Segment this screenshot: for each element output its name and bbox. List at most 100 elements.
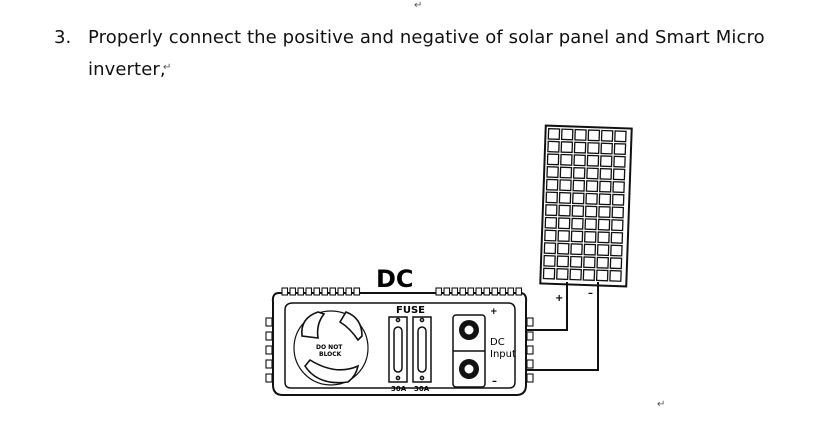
inverter-plus-label: + xyxy=(490,307,498,317)
vent-label-line1: DO NOT xyxy=(316,344,343,351)
side-fins-left xyxy=(265,317,273,383)
panel-cell xyxy=(586,167,599,180)
cooling-fin xyxy=(451,287,459,296)
panel-cell xyxy=(559,166,573,179)
panel-cell xyxy=(613,142,627,156)
panel-cell xyxy=(598,193,612,206)
panel-cell xyxy=(614,130,627,143)
panel-cell xyxy=(597,218,611,231)
panel-cell xyxy=(571,205,585,218)
cooling-fins-right xyxy=(435,287,523,296)
cooling-fin xyxy=(313,287,321,296)
panel-cell xyxy=(596,256,609,269)
panel-cell xyxy=(597,231,610,244)
panel-cell xyxy=(569,255,583,268)
panel-cell xyxy=(558,191,572,204)
side-fin xyxy=(526,373,534,383)
panel-cell xyxy=(583,256,596,269)
panel-cell xyxy=(558,204,571,217)
cooling-fin xyxy=(491,287,499,296)
panel-cell xyxy=(557,229,570,242)
vent-label-line2: BLOCK xyxy=(319,351,342,358)
side-fin xyxy=(526,331,534,341)
panel-cell xyxy=(613,155,626,168)
panel-plus-label: + xyxy=(555,293,563,304)
panel-cell xyxy=(583,243,597,256)
panel-cell xyxy=(610,244,623,257)
panel-cell xyxy=(570,230,584,243)
side-fin xyxy=(265,345,273,355)
side-fin xyxy=(265,331,273,341)
cooling-fin xyxy=(329,287,337,296)
panel-cell xyxy=(547,127,561,140)
panel-cell xyxy=(611,219,624,232)
cooling-fin xyxy=(515,287,523,296)
cooling-fin xyxy=(305,287,313,296)
panel-cell xyxy=(557,217,571,230)
panel-cell xyxy=(611,193,625,206)
panel-cell xyxy=(571,217,584,230)
panel-cell xyxy=(543,242,557,255)
panel-cell xyxy=(598,205,611,219)
panel-cell xyxy=(612,168,626,181)
inverter-minus-label: – xyxy=(492,376,497,387)
paragraph-mark-line2: ↵ xyxy=(163,62,172,73)
side-fin xyxy=(526,345,534,355)
panel-cell xyxy=(572,179,586,192)
dc-title: DC xyxy=(376,265,414,293)
panel-cell xyxy=(560,141,574,154)
panel-cell xyxy=(584,218,598,231)
panel-cell xyxy=(585,180,599,193)
cooling-fin xyxy=(321,287,329,296)
panel-cell xyxy=(544,204,558,217)
panel-cell xyxy=(544,229,557,242)
panel-cell xyxy=(573,154,586,167)
side-fin xyxy=(265,373,273,383)
step-text: Properly connect the positive and negati… xyxy=(88,27,765,80)
cooling-fin xyxy=(507,287,515,296)
panel-cell xyxy=(545,191,559,204)
fuse-rating-2: 30A xyxy=(414,385,430,393)
side-fins-right xyxy=(526,317,534,383)
panel-cell xyxy=(609,257,623,270)
fuse-rating-1: 30A xyxy=(391,385,407,393)
fuse-2 xyxy=(412,316,432,383)
panel-cell xyxy=(611,206,625,219)
panel-cell xyxy=(585,192,598,205)
panel-cell xyxy=(587,129,601,142)
side-fin xyxy=(265,317,273,327)
fuse-1 xyxy=(388,316,408,383)
panel-cell xyxy=(546,166,559,179)
panel-cell xyxy=(545,178,559,191)
side-fin xyxy=(526,359,534,369)
panel-cell xyxy=(599,155,613,168)
panel-cell xyxy=(587,142,600,155)
cooling-fins-left xyxy=(281,287,361,296)
cooling-fin xyxy=(483,287,491,296)
dc-input-label-line1: DC xyxy=(490,337,505,348)
panel-cell xyxy=(600,129,614,142)
panel-cell xyxy=(584,205,598,218)
cooling-fin xyxy=(467,287,475,296)
cooling-fin xyxy=(337,287,345,296)
panel-cell xyxy=(542,267,556,280)
panel-cell xyxy=(586,154,600,167)
side-fin xyxy=(265,359,273,369)
panel-cell xyxy=(556,255,570,268)
cooling-fin xyxy=(443,287,451,296)
panel-minus-label: – xyxy=(588,288,593,299)
panel-cell xyxy=(560,128,574,141)
panel-cell xyxy=(570,243,583,256)
panel-cell xyxy=(547,140,560,153)
panel-cell xyxy=(599,180,612,193)
cooling-fin xyxy=(297,287,305,296)
panel-cell xyxy=(596,244,610,257)
cooling-fin xyxy=(459,287,467,296)
fuse-label: FUSE xyxy=(396,305,425,316)
paragraph-mark-top: ↵ xyxy=(414,0,423,11)
panel-cell xyxy=(573,141,587,154)
solar-panel xyxy=(539,124,633,288)
panel-cell xyxy=(556,242,570,255)
panel-cell xyxy=(572,166,586,180)
